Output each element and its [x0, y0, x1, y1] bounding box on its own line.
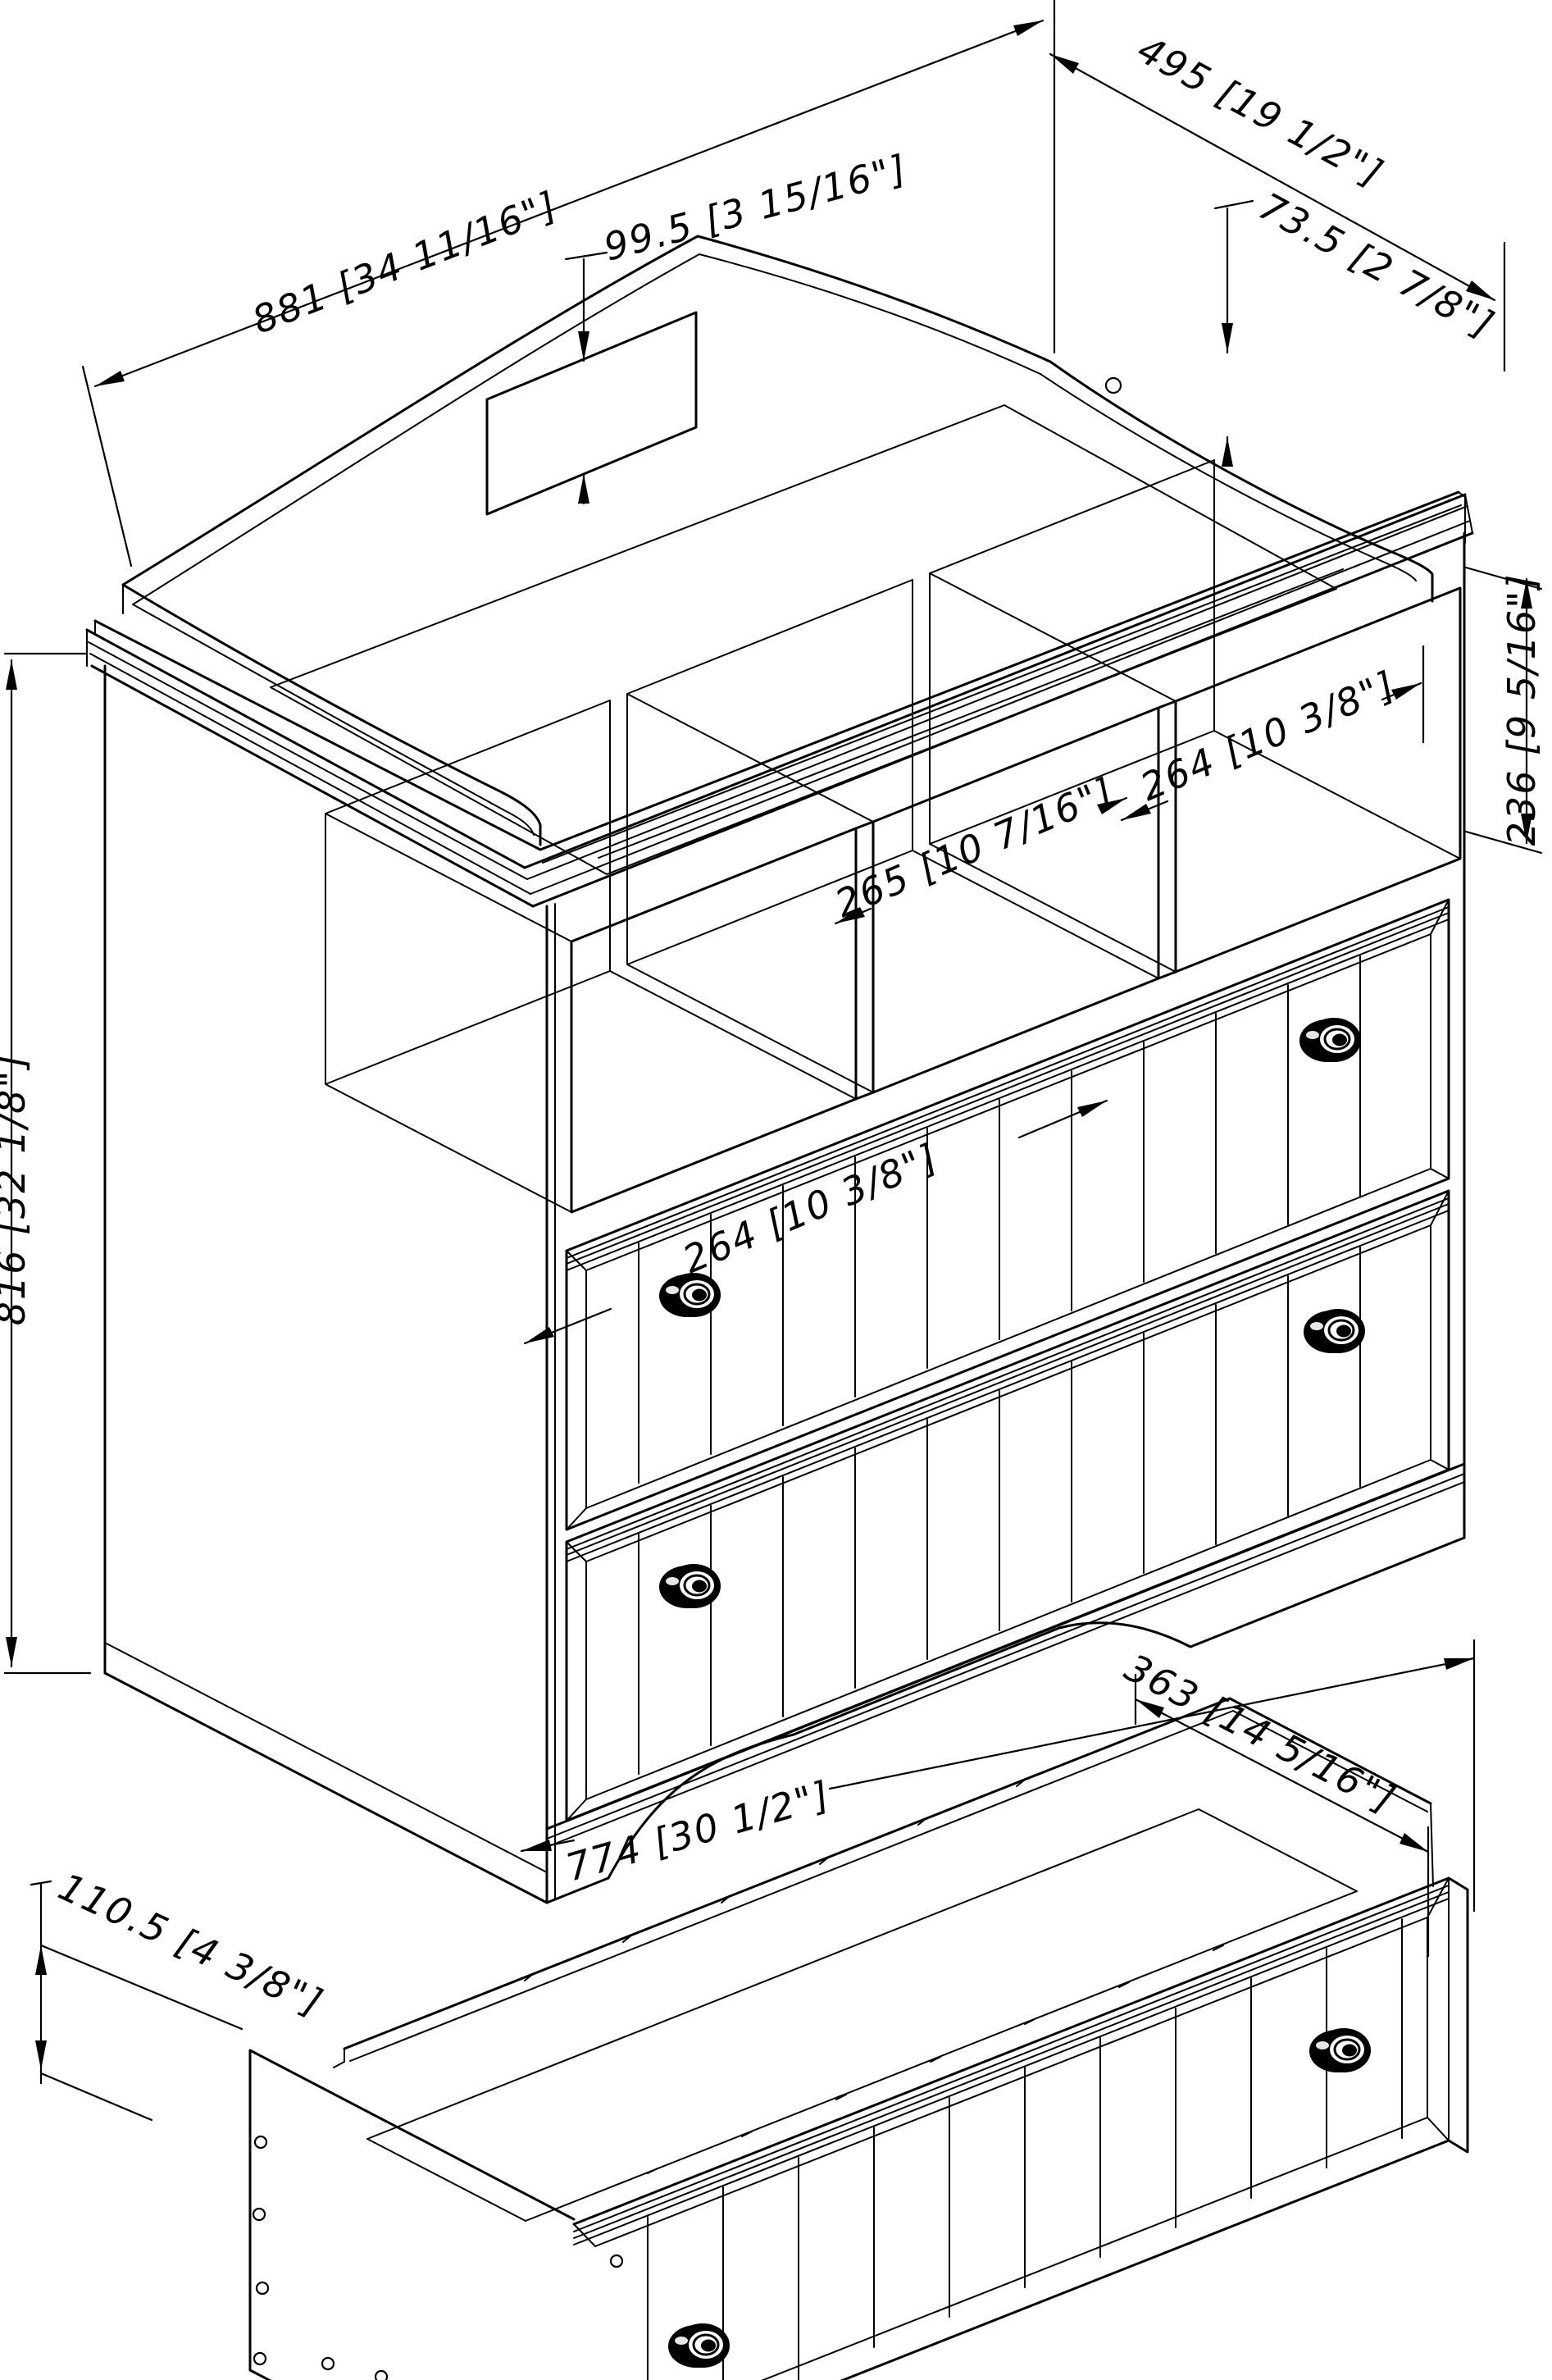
dimension-264-left-label: 264 [10 3/8"] [676, 1134, 944, 1282]
tray-floor [270, 404, 1337, 875]
pulled-drawer-left-knob [667, 2322, 731, 2369]
drawer-2-left-knob [658, 1562, 722, 1610]
topper [85, 235, 1474, 908]
cubby-divider-1 [854, 820, 875, 1101]
dimension-774-label: 774 [30 1/2"] [561, 1772, 835, 1890]
drawer-1-left-knob [658, 1271, 722, 1319]
drawer-right-panel [1228, 1697, 1434, 1887]
dimension-816-label: 816 [32 1/8"] [0, 1053, 34, 1326]
cubby-left [325, 700, 858, 1214]
cubby-right [929, 459, 1462, 973]
pulled-out-drawer [248, 1697, 1469, 2380]
back-rail [121, 235, 1052, 586]
pilot-hole [1104, 376, 1122, 394]
dimension-110-5: 110.5 [4 3/8"] [30, 1864, 330, 2122]
dimension-264-right: 264 [10 3/8"] [1120, 645, 1425, 822]
dimension-816: 816 [32 1/8"] [0, 652, 92, 1675]
dimension-99-5: 99.5 [3 15/16"] [564, 146, 913, 505]
left-rail [121, 583, 542, 846]
cubby-divider-2 [1157, 700, 1177, 980]
dimension-264-left: 264 [10 3/8"] [523, 1099, 1108, 1345]
dimension-363-label: 363 [14 5/16"] [1118, 1645, 1404, 1822]
cabinet [103, 459, 1466, 1904]
dimension-110-5-label: 110.5 [4 3/8"] [52, 1864, 330, 2026]
drawer-1-slats [638, 955, 1361, 1484]
drawer-2-right-knob [1302, 1307, 1367, 1355]
drawer-2-slats [638, 1247, 1361, 1775]
dimension-73-5: 73.5 [2 7/8"] [1213, 184, 1502, 467]
dimension-881-label: 881 [34 11/16"] [246, 183, 563, 343]
pulled-drawer-right-knob [1308, 2027, 1372, 2074]
dimension-363: 363 [14 5/16"] [1118, 1645, 1430, 1958]
back-rail-cutout [485, 311, 698, 516]
drawer-front [572, 1876, 1469, 2380]
dimension-236: 236 [9 5/16"] [1464, 566, 1544, 855]
apron-arc [607, 1621, 1192, 1880]
dimensions: 881 [34 11/16"] 99.5 [3 15/16"] 495 [19 … [0, 0, 1544, 2122]
dimension-236-label: 236 [9 5/16"] [1500, 573, 1544, 846]
drawer-side-panel [248, 2049, 624, 2380]
top-molding [85, 493, 1474, 908]
apron [545, 1462, 1466, 1904]
drawer-1 [565, 898, 1450, 1531]
drawer-back-panel [333, 1697, 1234, 2068]
dimension-264-right-label: 264 [10 3/8"] [1134, 662, 1402, 809]
right-rail [1049, 360, 1434, 603]
drawer-interior [366, 1808, 1358, 2222]
drawer-front-slats [647, 1918, 1403, 2380]
drawer-1-right-knob [1298, 1016, 1363, 1064]
dimension-99-5-label: 99.5 [3 15/16"] [599, 146, 913, 270]
dimension-73-5-label: 73.5 [2 7/8"] [1252, 184, 1502, 347]
